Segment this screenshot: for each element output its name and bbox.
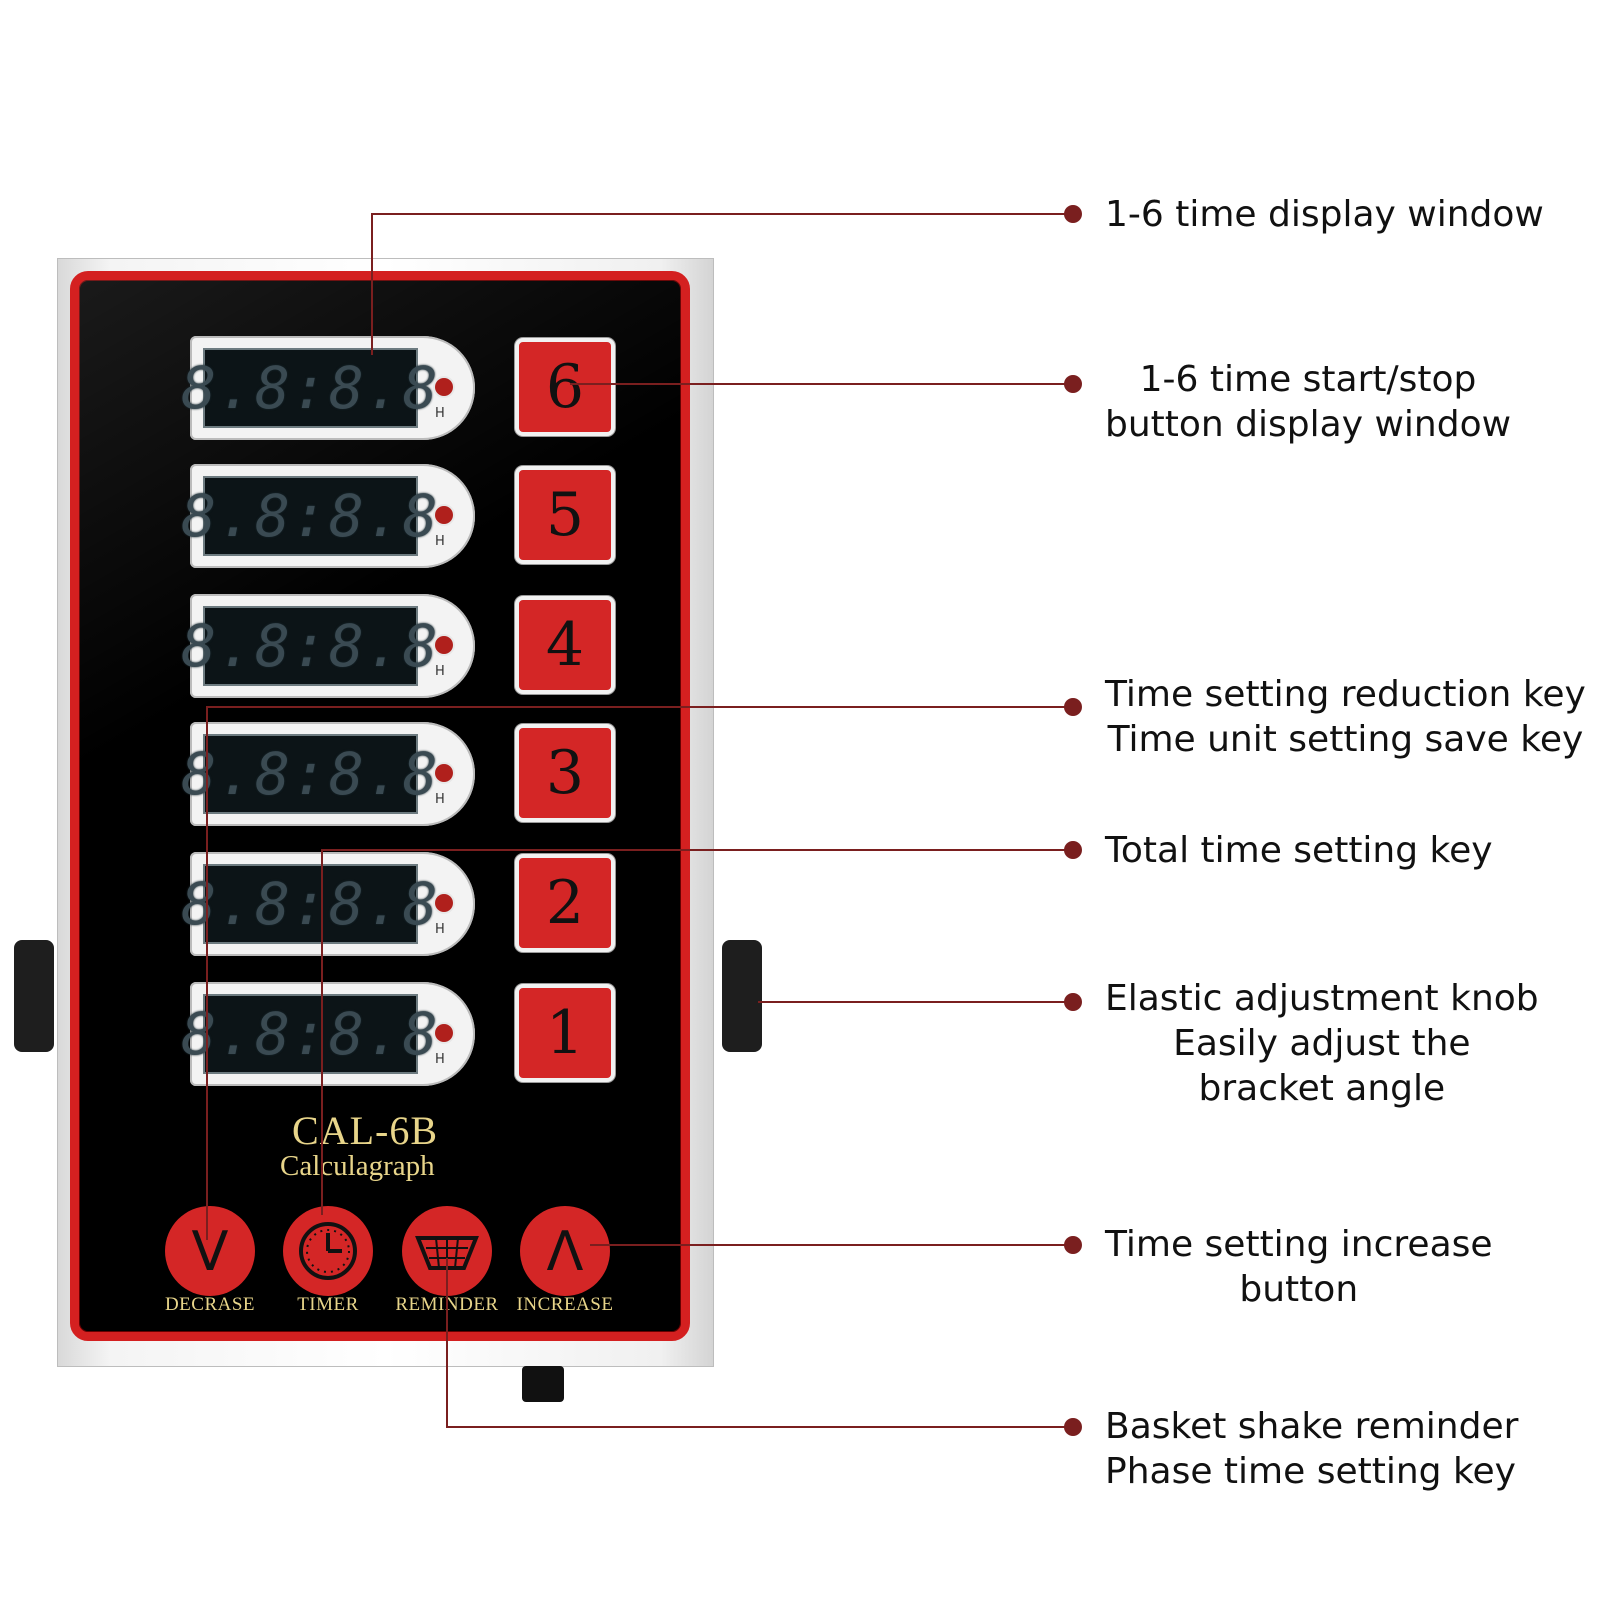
- timer-row-5: 8.8:8.8 H 5: [181, 464, 620, 568]
- leader-total-time: [321, 849, 1073, 1215]
- leader-reduction: [206, 706, 1073, 1240]
- decrease-button[interactable]: V: [165, 1206, 255, 1296]
- decrease-label: DECRASE: [164, 1294, 256, 1315]
- timer-key-1[interactable]: 1: [515, 984, 615, 1082]
- indicator-led: [435, 1024, 453, 1042]
- timer-display-housing: 8.8:8.8 H: [181, 722, 475, 826]
- timer-row-1: 8.8:8.8 H 1: [181, 982, 620, 1086]
- timer-row-2: 8.8:8.8 H 2: [181, 852, 620, 956]
- timer-display-5: 8.8:8.8: [181, 476, 438, 556]
- indicator-led: [435, 894, 453, 912]
- leader-dot: [1064, 205, 1082, 223]
- callout-reminder-key: Basket shake reminder Phase time setting…: [1105, 1406, 1519, 1492]
- timer-display-housing: 8.8:8.8 H: [181, 982, 475, 1086]
- leader-dot: [1064, 993, 1082, 1011]
- leader-dot: [1064, 1236, 1082, 1254]
- chevron-up-icon: Λ: [546, 1219, 584, 1283]
- timer-label: TIMER: [297, 1294, 359, 1315]
- timer-display-housing: 8.8:8.8 H: [181, 594, 475, 698]
- indicator-led: [435, 378, 453, 396]
- timer-row-3: 8.8:8.8 H 3: [181, 722, 620, 826]
- callout-increase-button: Time setting increase button: [1105, 1224, 1493, 1310]
- increase-button[interactable]: Λ: [520, 1206, 610, 1296]
- timer-digits: 8.8:8.8: [181, 870, 440, 938]
- timer-row-6: 8.8:8.8 H 6: [181, 336, 620, 440]
- unit-mark: H: [435, 534, 445, 549]
- timer-display-2: 8.8:8.8: [181, 864, 438, 944]
- timer-key-6[interactable]: 6: [515, 338, 615, 436]
- timer-digits: 8.8:8.8: [181, 354, 440, 422]
- leader-dot: [1064, 1418, 1082, 1436]
- timer-display-1: 8.8:8.8: [181, 994, 438, 1074]
- unit-mark: H: [435, 406, 445, 421]
- indicator-led: [435, 506, 453, 524]
- timer-display-housing: 8.8:8.8 H: [181, 852, 475, 956]
- increase-label: INCREASE: [516, 1294, 614, 1315]
- model-subtitle: Calculagraph: [280, 1150, 435, 1182]
- timer-key-3[interactable]: 3: [515, 724, 615, 822]
- timer-display-4: 8.8:8.8: [181, 606, 438, 686]
- right-adjustment-knob[interactable]: [722, 940, 762, 1052]
- callout-total-time-key: Total time setting key: [1105, 830, 1493, 871]
- clock-icon: [299, 1222, 357, 1280]
- timer-digits: 8.8:8.8: [181, 612, 440, 680]
- leader-dot: [1064, 841, 1082, 859]
- leader-display-window: [371, 213, 1073, 355]
- model-name: CAL-6B: [292, 1108, 438, 1153]
- leader-reminder: [446, 1258, 1073, 1428]
- callout-reduction-key: Time setting reduction key Time unit set…: [1105, 674, 1586, 760]
- leader-dot: [1064, 698, 1082, 716]
- timer-digits: 8.8:8.8: [181, 740, 440, 808]
- timer-display-housing: 8.8:8.8 H: [181, 464, 475, 568]
- indicator-led: [435, 764, 453, 782]
- timer-key-5[interactable]: 5: [515, 466, 615, 564]
- timer-digits: 8.8:8.8: [181, 482, 440, 550]
- timer-display-housing: 8.8:8.8 H: [181, 336, 475, 440]
- timer-key-2[interactable]: 2: [515, 854, 615, 952]
- timer-digits: 8.8:8.8: [181, 1000, 440, 1068]
- power-plug: [522, 1366, 564, 1402]
- callout-display-window: 1-6 time display window: [1105, 194, 1544, 235]
- timer-display-6: 8.8:8.8: [181, 348, 438, 428]
- unit-mark: H: [435, 1052, 445, 1067]
- unit-mark: H: [435, 792, 445, 807]
- timer-display-3: 8.8:8.8: [181, 734, 438, 814]
- timer-key-4[interactable]: 4: [515, 596, 615, 694]
- unit-mark: H: [435, 664, 445, 679]
- timer-button[interactable]: [283, 1206, 373, 1296]
- leader-dot: [1064, 375, 1082, 393]
- timer-row-4: 8.8:8.8 H 4: [181, 594, 620, 698]
- callout-start-stop: 1-6 time start/stop button display windo…: [1105, 359, 1512, 445]
- unit-mark: H: [435, 922, 445, 937]
- indicator-led: [435, 636, 453, 654]
- left-adjustment-knob[interactable]: [14, 940, 54, 1052]
- callout-adjustment-knob: Elastic adjustment knob Easily adjust th…: [1105, 978, 1539, 1109]
- chevron-down-icon: V: [191, 1219, 229, 1283]
